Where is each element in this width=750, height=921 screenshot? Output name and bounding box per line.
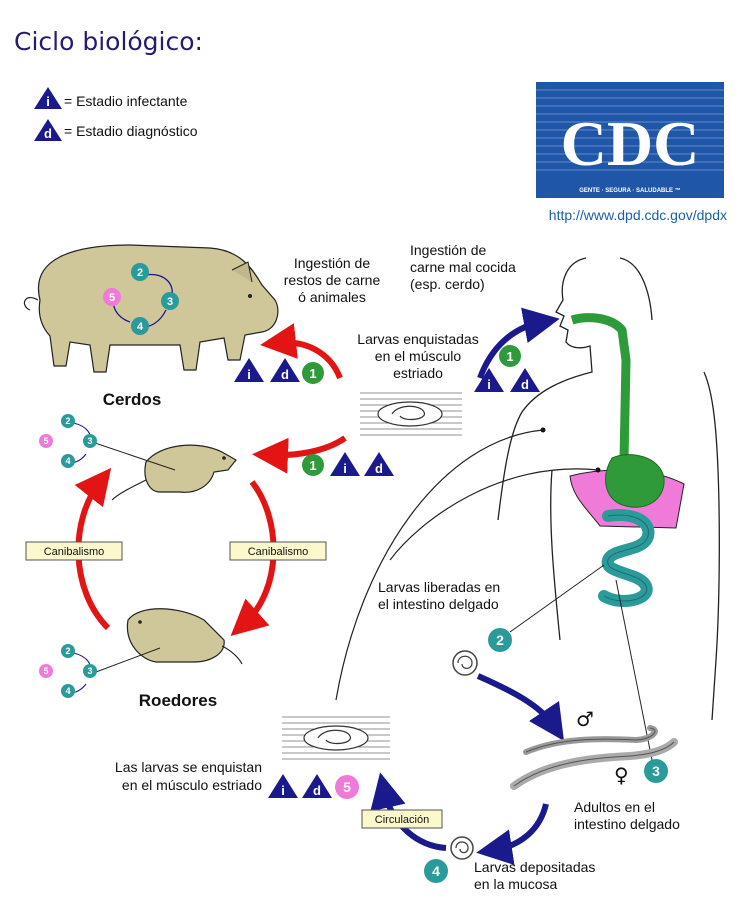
stage-4-badge: 4 <box>432 863 440 879</box>
cdc-url[interactable]: http://www.dpd.cdc.gov/dpdx <box>549 207 727 223</box>
muscle-cyst-center <box>360 388 462 440</box>
deposited-line1: Larvas depositadas <box>474 859 595 875</box>
ingest-scraps-line2: restos de carne <box>284 272 381 288</box>
rodent-top-stage-4: 4 <box>65 456 70 466</box>
cdc-logo: CDC GENTE · SEGURA · SALUDABLE ™ <box>536 82 724 198</box>
stage-3-badge: 3 <box>652 763 660 779</box>
larvae-released-line1: Larvas liberadas en <box>378 579 500 595</box>
legend-i-letter: i <box>46 94 50 109</box>
badge-i: i <box>247 367 251 382</box>
pig-ingestion-badges: i d 1 <box>234 358 324 384</box>
legend: i = Estadio infectante d = Estadio diagn… <box>34 87 198 141</box>
encyst-line1: Las larvas se enquistan <box>115 759 262 775</box>
cannibalism-label-right: Canibalismo <box>248 546 309 558</box>
encysted-line1: Larvas enquistadas <box>357 331 478 347</box>
badge-d-human: d <box>521 377 529 392</box>
encysted-line3: estriado <box>393 365 443 381</box>
pig-stage-3: 3 <box>167 296 173 308</box>
stage-4-larva: 4 <box>424 836 474 883</box>
pigs-label: Cerdos <box>103 390 162 409</box>
rodent-top-stage-5: 5 <box>43 436 48 446</box>
rodent-top-stage-3: 3 <box>87 436 92 446</box>
rodent-bottom-stage-5: 5 <box>43 666 48 676</box>
stage-2-larva: 2 <box>452 628 512 676</box>
legend-infective-label: = Estadio infectante <box>64 93 188 109</box>
arrow-to-pig <box>260 323 343 380</box>
stage-5-badges: i d 5 <box>268 774 359 799</box>
pointer-lines <box>335 427 653 761</box>
cannibalism-label-left: Canibalismo <box>44 546 105 558</box>
male-symbol: ♂ <box>576 707 594 731</box>
pig-illustration <box>23 244 279 373</box>
legend-d-letter: d <box>44 126 52 141</box>
cdc-logo-tagline: GENTE · SEGURA · SALUDABLE ™ <box>579 187 680 194</box>
ingest-meat-line2: carne mal cocida <box>410 259 516 275</box>
rodent-bottom-stage-2: 2 <box>65 646 70 656</box>
badge-stage-1: 1 <box>309 366 316 381</box>
diagnostic-stage-icon: d <box>34 119 62 141</box>
ingest-meat-line1: Ingestión de <box>410 242 486 258</box>
deposited-line2: en la mucosa <box>474 876 557 892</box>
digestive-tract <box>569 313 685 607</box>
pig-stage-5: 5 <box>109 292 115 304</box>
pig-stage-cycle: 2 3 4 5 <box>103 263 179 335</box>
cannibalism-label-left-box <box>25 541 123 561</box>
larvae-released-line2: el intestino delgado <box>378 596 499 612</box>
badge-i-human: i <box>487 377 491 392</box>
badge-i-rodent: i <box>343 461 347 476</box>
badge-stage-1-human: 1 <box>506 349 513 364</box>
encysted-line2: en el músculo <box>375 348 462 364</box>
arrow-to-rodent <box>252 435 347 474</box>
stage-5-badge: 5 <box>343 779 351 795</box>
badge-d-rodent: d <box>375 461 383 476</box>
rodent-bottom-stage-4: 4 <box>65 686 70 696</box>
rodents-label: Roedores <box>139 691 217 710</box>
pig-stage-4: 4 <box>137 321 144 333</box>
badge-d: d <box>281 367 289 382</box>
infective-stage-icon: i <box>34 87 62 109</box>
arrow-adults-to-mucosa <box>476 803 549 866</box>
circulation-label-box <box>361 809 443 829</box>
stage-3-badge-group: 3 <box>644 759 668 783</box>
rodent-top-stage-cycle: 2 3 4 5 <box>39 414 176 471</box>
pig-stage-2: 2 <box>137 267 143 279</box>
badge-i-stage5: i <box>281 783 285 798</box>
adults-line1: Adultos en el <box>574 799 655 815</box>
page-title: Ciclo biológico: <box>14 27 203 56</box>
stage-2-badge: 2 <box>496 632 504 648</box>
arrow-released-to-adults <box>476 673 564 741</box>
arrow-circulation <box>370 772 447 851</box>
ingest-scraps-line3: ó animales <box>298 289 366 305</box>
legend-diagnostic-label: = Estadio diagnóstico <box>64 123 198 139</box>
rodent-top-stage-2: 2 <box>65 416 70 426</box>
muscle-cyst-bottom <box>282 712 390 764</box>
badge-d-stage5: d <box>313 783 321 798</box>
rodent-ingestion-badges: 1 i d <box>302 452 394 476</box>
cdc-logo-text: CDC <box>561 108 700 179</box>
cannibalism-label-right-box <box>229 541 327 561</box>
rodent-top-illustration <box>111 444 237 501</box>
rodent-bottom-illustration <box>126 608 243 665</box>
encyst-line2: en el músculo estriado <box>122 777 262 793</box>
adult-worms <box>510 725 678 790</box>
rodent-bottom-stage-3: 3 <box>87 666 92 676</box>
rodent-bottom-stage-cycle: 2 3 4 5 <box>39 644 161 698</box>
adults-line2: intestino delgado <box>574 816 680 832</box>
female-symbol: ♀ <box>614 763 629 787</box>
ingest-meat-line3: (esp. cerdo) <box>410 276 485 292</box>
ingest-scraps-line1: Ingestión de <box>294 255 370 271</box>
arrow-to-human <box>477 307 560 380</box>
badge-stage-1-rodent: 1 <box>309 458 316 473</box>
human-ingestion-badges: 1 i d <box>474 345 540 392</box>
circulation-label: Circulación <box>375 814 429 826</box>
